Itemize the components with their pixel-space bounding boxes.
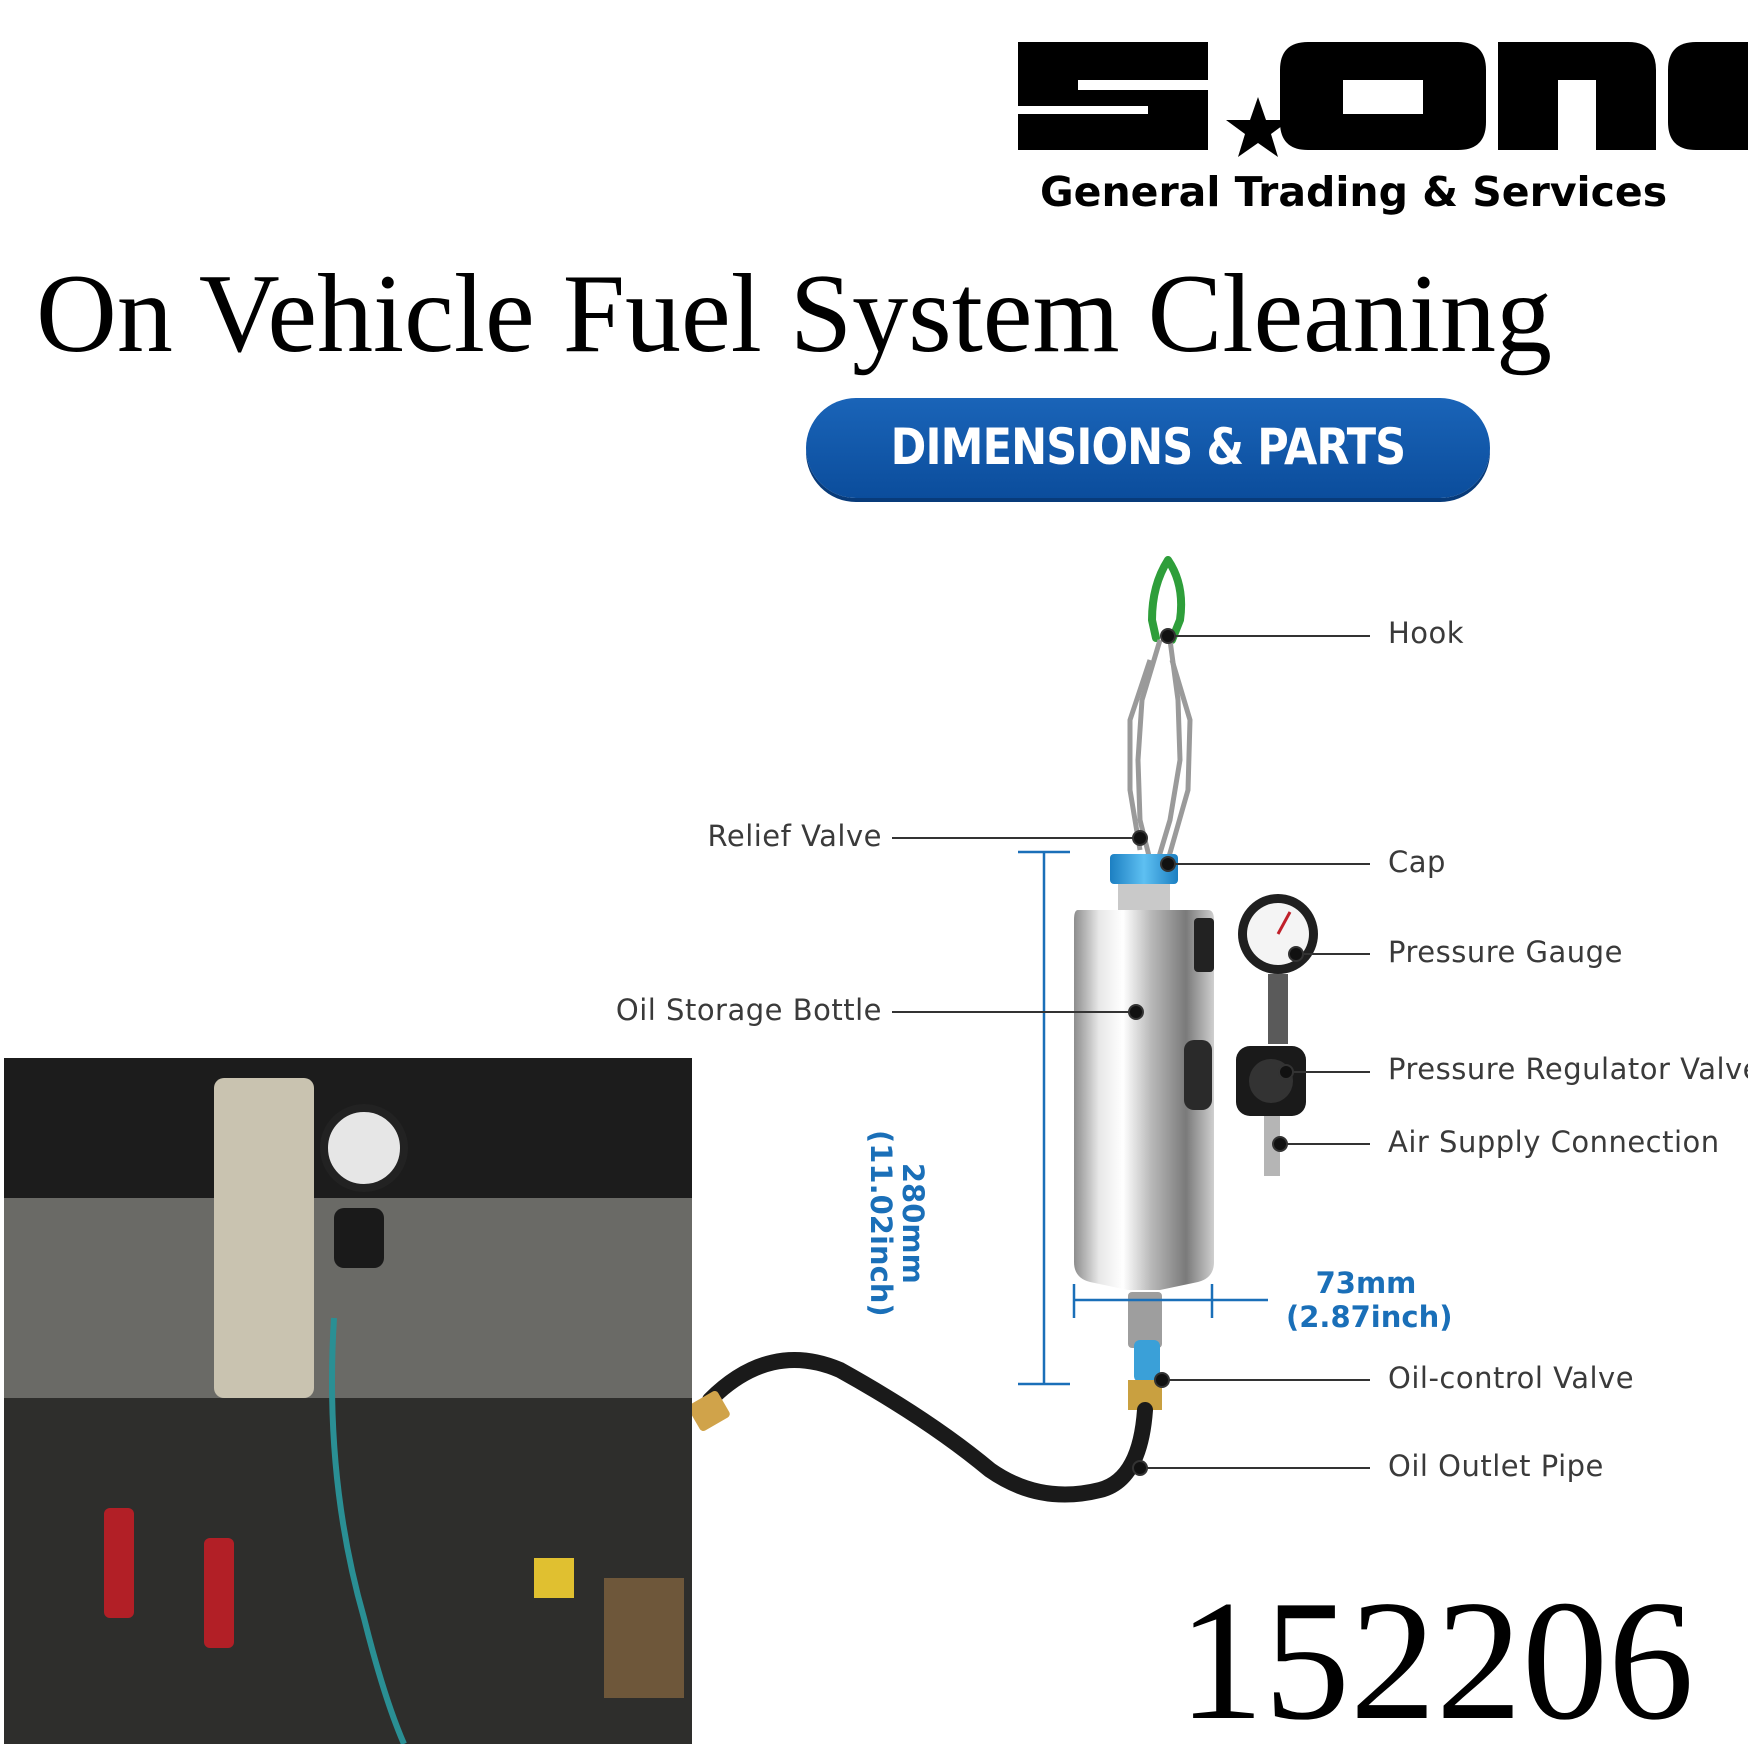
section-banner: DIMENSIONS & PARTS [806,398,1490,498]
label-oil-outlet-pipe: Oil Outlet Pipe [1388,1449,1604,1483]
height-mm: 280mm [896,1162,930,1284]
page-title: On Vehicle Fuel System Cleaning [36,252,1552,376]
height-inch: (11.02inch) [864,1130,899,1317]
usage-photo-illustration [4,1058,692,1744]
width-mm: 73mm [1315,1266,1417,1300]
hook-icon [1147,556,1186,644]
label-hook: Hook [1388,616,1465,650]
width-dimension-line [1072,1284,1268,1318]
product-code: 152206 [1178,1566,1694,1748]
label-cap: Cap [1388,845,1446,879]
chain-icon [1127,639,1193,861]
pressure-regulator-valve-icon [1236,1046,1306,1176]
label-oil-storage-bottle: Oil Storage Bottle [615,993,882,1027]
label-oil-control-valve: Oil-control Valve [1388,1361,1635,1395]
pressure-gauge-icon [1238,894,1318,1044]
width-dimension-label: 73mm (2.87inch) [1286,1266,1453,1334]
label-pressure-regulator-valve: Pressure Regulator Valve [1388,1052,1748,1086]
brand-tagline: General Trading & Services [1040,168,1668,216]
label-pressure-gauge: Pressure Gauge [1388,935,1623,969]
height-dimension-line [1018,850,1070,1386]
label-air-supply-connection: Air Supply Connection [1388,1125,1720,1159]
height-dimension-label: 280mm (11.02inch) [864,1130,930,1317]
brand-logo: General Trading & Services [1008,22,1748,222]
section-banner-text: DIMENSIONS & PARTS [890,418,1406,476]
oil-control-valve-icon [1134,1340,1160,1382]
width-inch: (2.87inch) [1286,1300,1453,1334]
oil-storage-bottle-icon [1074,910,1214,1290]
oil-outlet-pipe-icon [702,1352,1153,1503]
label-relief-valve: Relief Valve [707,819,882,853]
usage-photo [4,1058,692,1744]
brand-logo-wordmark [1018,42,1748,157]
